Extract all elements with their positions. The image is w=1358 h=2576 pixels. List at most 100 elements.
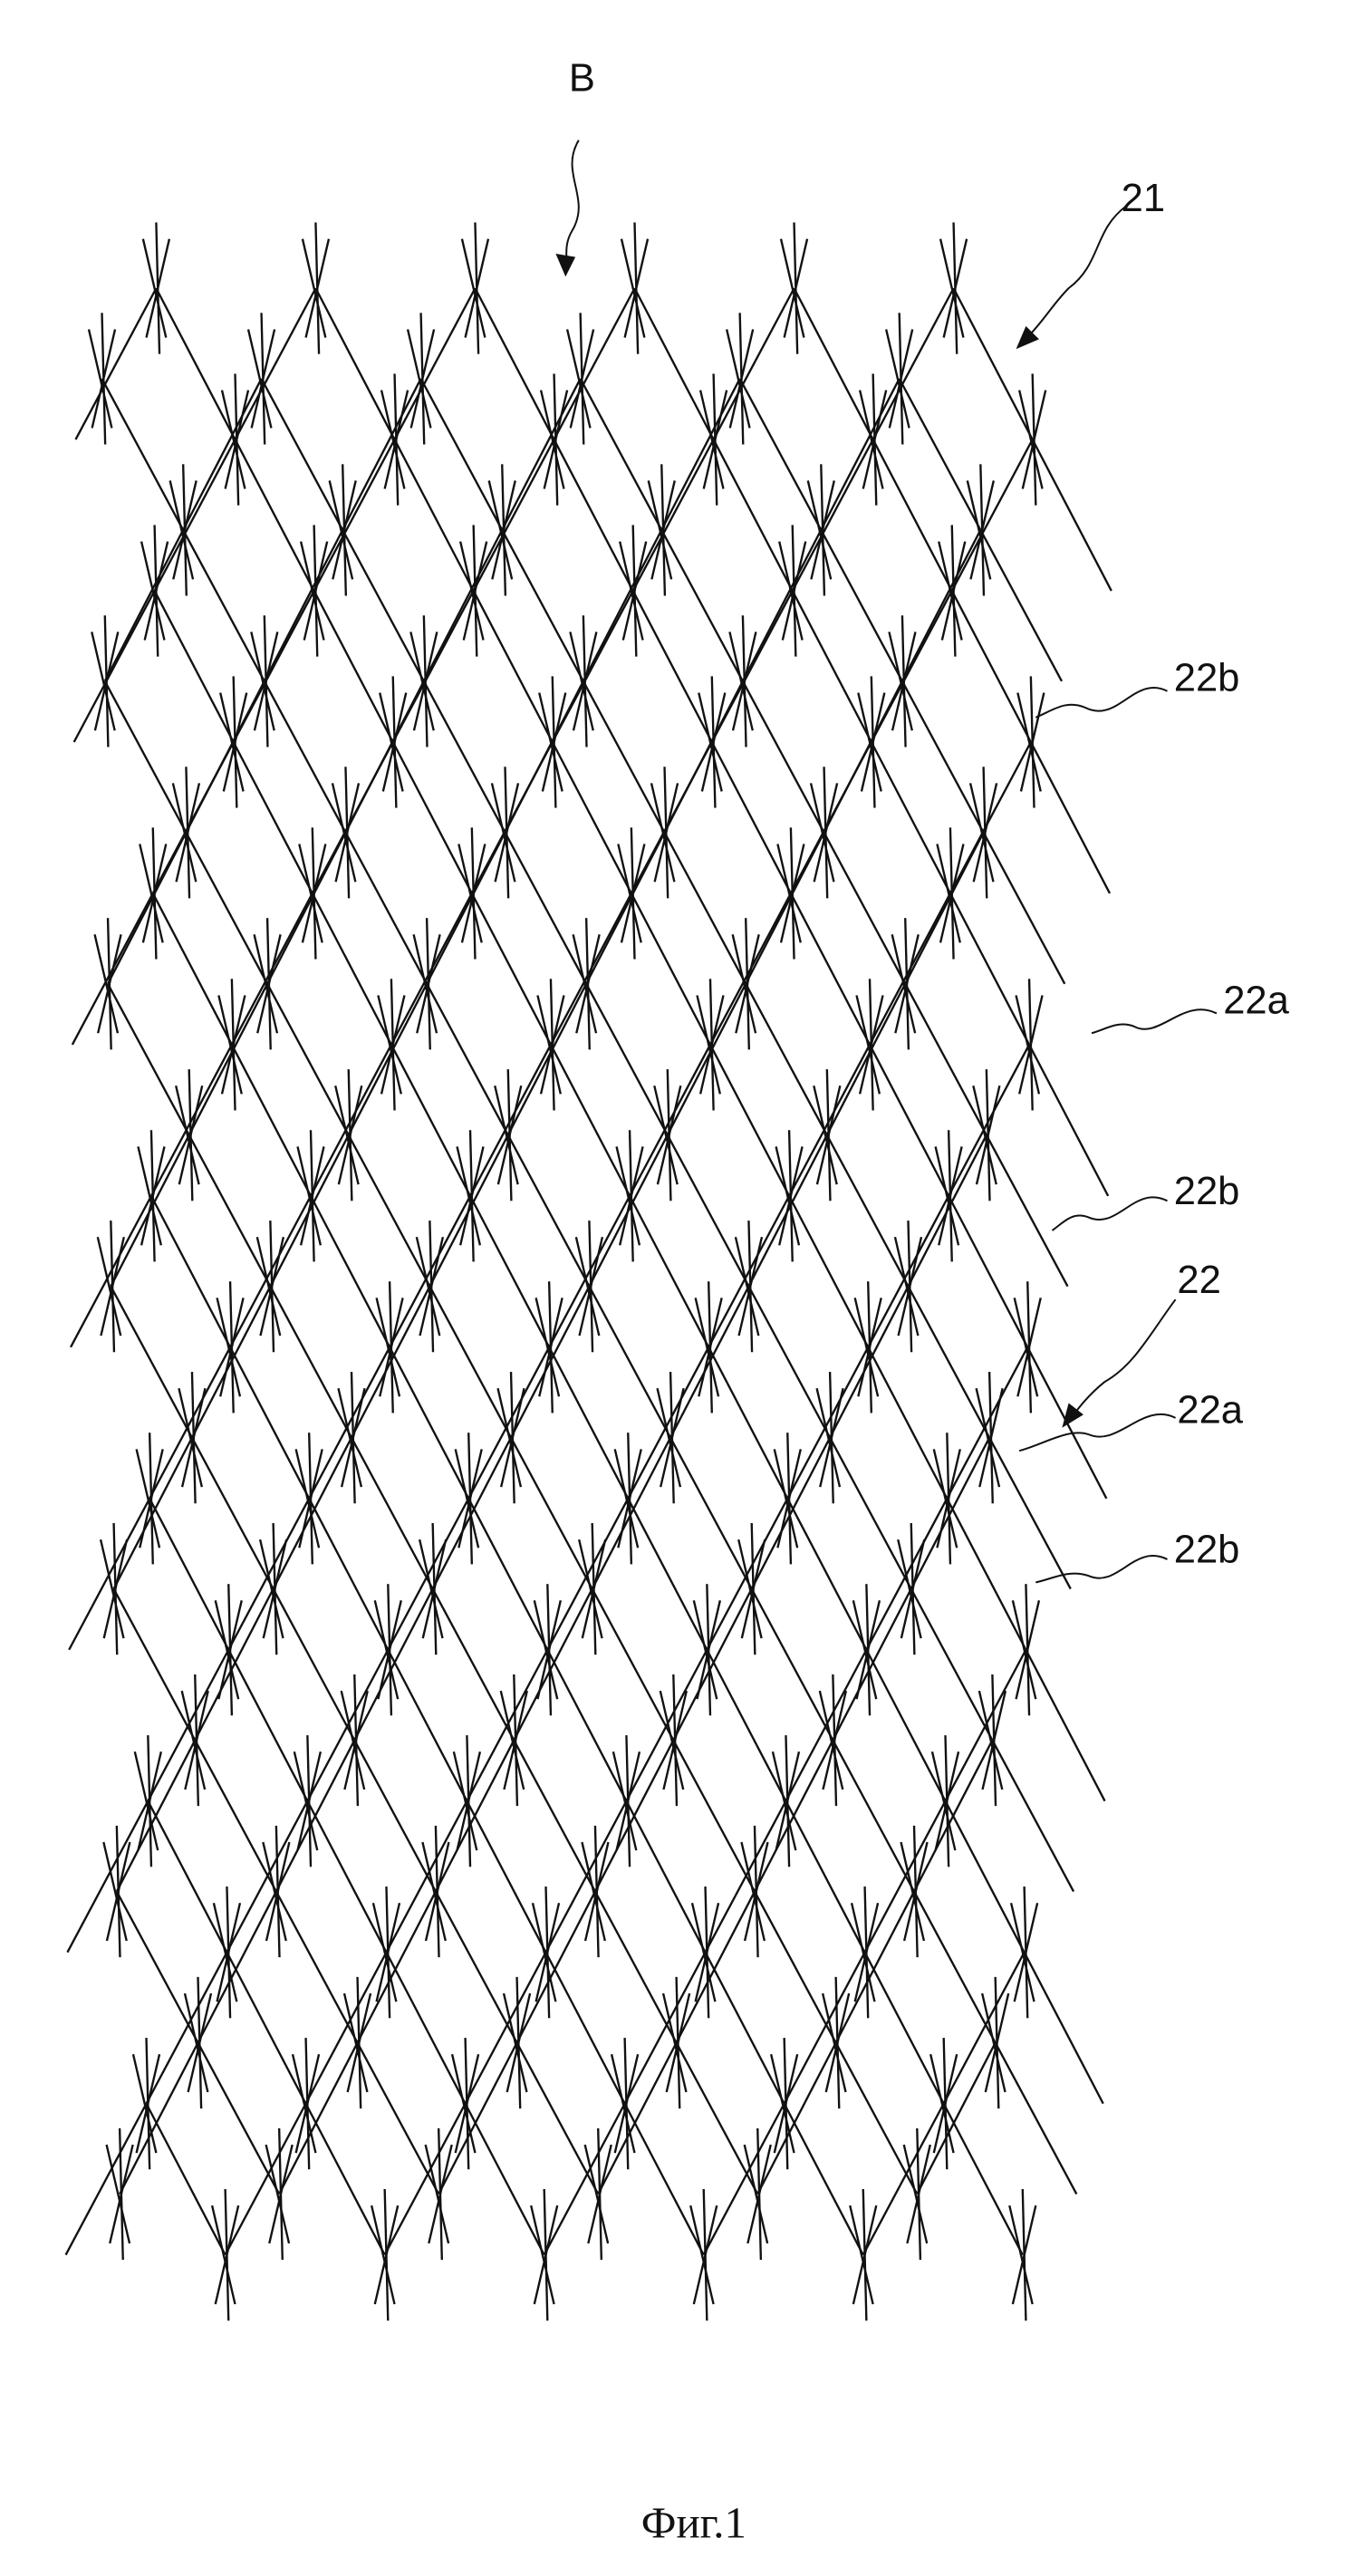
strut-22b (1031, 742, 1110, 893)
strut-22b (274, 1438, 352, 1589)
strut-22b (706, 1953, 785, 2104)
strut-22b (309, 1499, 388, 1650)
strut-22b (342, 530, 424, 681)
strut-22b (466, 1953, 546, 2104)
strut-22b (945, 1801, 1024, 1953)
strut-22b (120, 2042, 197, 2194)
node-22a-tick (303, 239, 325, 338)
node-22a-tick (293, 2054, 315, 2153)
strut-22b (710, 1045, 789, 1196)
strut-22b (752, 1438, 830, 1589)
node-22a-tick (218, 995, 241, 1094)
strut-22b (592, 1589, 674, 1741)
strut-22b (75, 288, 156, 439)
strut-22b (746, 833, 823, 984)
strut-22b (900, 379, 981, 530)
strut-22b (470, 1196, 549, 1347)
node-22a-tick (410, 632, 433, 730)
node-22a-tick (777, 844, 800, 943)
node-22a-tick (133, 2054, 156, 2153)
node-22a-tick (697, 995, 719, 1094)
strut-22b (352, 1438, 433, 1589)
node-22a-tick (654, 1085, 677, 1184)
strut-22b (952, 439, 1033, 591)
strut-22b (635, 288, 714, 439)
strut-22b (865, 1953, 944, 2104)
node-22a-tick (939, 542, 961, 641)
strut-22b (1025, 1953, 1103, 2104)
strut-22b (980, 530, 1062, 681)
strut-22b (424, 681, 506, 833)
strut-22b (755, 1892, 836, 2043)
strut-22b (475, 288, 554, 439)
strut-22b (793, 439, 873, 591)
node-22a-tick (422, 1842, 445, 1941)
strut-22b (595, 1892, 677, 2043)
strut-22b (433, 1589, 515, 1741)
strut-22b (388, 1650, 467, 1801)
strut-22b (270, 1287, 352, 1438)
strut-22b (954, 288, 1033, 439)
node-22a-tick (103, 1842, 126, 1941)
node-22a-tick (426, 2145, 448, 2243)
strut-22b (147, 2104, 226, 2255)
strut-22b (873, 439, 952, 591)
strut-22b (752, 1589, 833, 1741)
strut-22b (992, 1741, 1074, 1892)
strut-22b (592, 1438, 670, 1589)
strut-22b (712, 742, 791, 893)
node-22a-tick (537, 995, 560, 1094)
strut-22b (345, 681, 423, 833)
strut-22b (502, 379, 580, 530)
strut-22b (474, 439, 554, 591)
strut-22b (863, 2104, 944, 2255)
node-22a-tick (296, 1449, 319, 1548)
node-22a-tick (852, 1903, 874, 2002)
node-22a-tick (582, 1842, 604, 1941)
label-b: B (569, 56, 595, 100)
strut-22b (189, 1135, 271, 1287)
strut-22b (108, 833, 186, 984)
strut-22b (628, 1499, 707, 1650)
strut-22b (633, 591, 712, 742)
strut-22b (153, 893, 232, 1045)
strut-22b (789, 1196, 868, 1347)
strut-22b (156, 288, 235, 439)
node-22a-tick (143, 239, 166, 338)
strut-22b (554, 439, 633, 591)
strut-22b (586, 984, 668, 1135)
strut-22b (868, 1196, 949, 1347)
strut-22b (155, 591, 234, 742)
label-22b-middle: 22b (1174, 1170, 1240, 1213)
strut-22b (704, 2104, 785, 2255)
node-22a-tick (741, 1842, 764, 1941)
strut-22b (628, 1347, 708, 1499)
strut-22b (467, 1801, 545, 1953)
strut-22b (395, 439, 474, 591)
node-22a-tick (651, 783, 674, 882)
node-22a-tick (107, 2145, 130, 2243)
node-22a-tick (182, 1691, 205, 1790)
strut-22b (746, 984, 827, 1135)
node-22a-tick (889, 632, 911, 730)
strut-22b (226, 1953, 305, 2104)
node-22a-tick (222, 391, 245, 489)
strut-22b (836, 2042, 918, 2194)
strut-22b (517, 2042, 599, 2194)
strut-22b (821, 530, 902, 681)
strut-22b (787, 1347, 868, 1499)
strut-22b (625, 1953, 706, 2104)
strut-22b (427, 984, 508, 1135)
strut-22b (511, 1438, 592, 1589)
strut-22b (908, 1287, 989, 1438)
node-22a-tick (573, 934, 596, 1033)
strut-22b (714, 439, 793, 591)
strut-22b (661, 530, 743, 681)
strut-22b (547, 1650, 626, 1801)
node-22a-tick (585, 2145, 608, 2243)
strut-22b (358, 2042, 439, 2194)
strut-22b (232, 1045, 311, 1196)
strut-22b (306, 1953, 387, 2104)
strut-22b (228, 1650, 307, 1801)
